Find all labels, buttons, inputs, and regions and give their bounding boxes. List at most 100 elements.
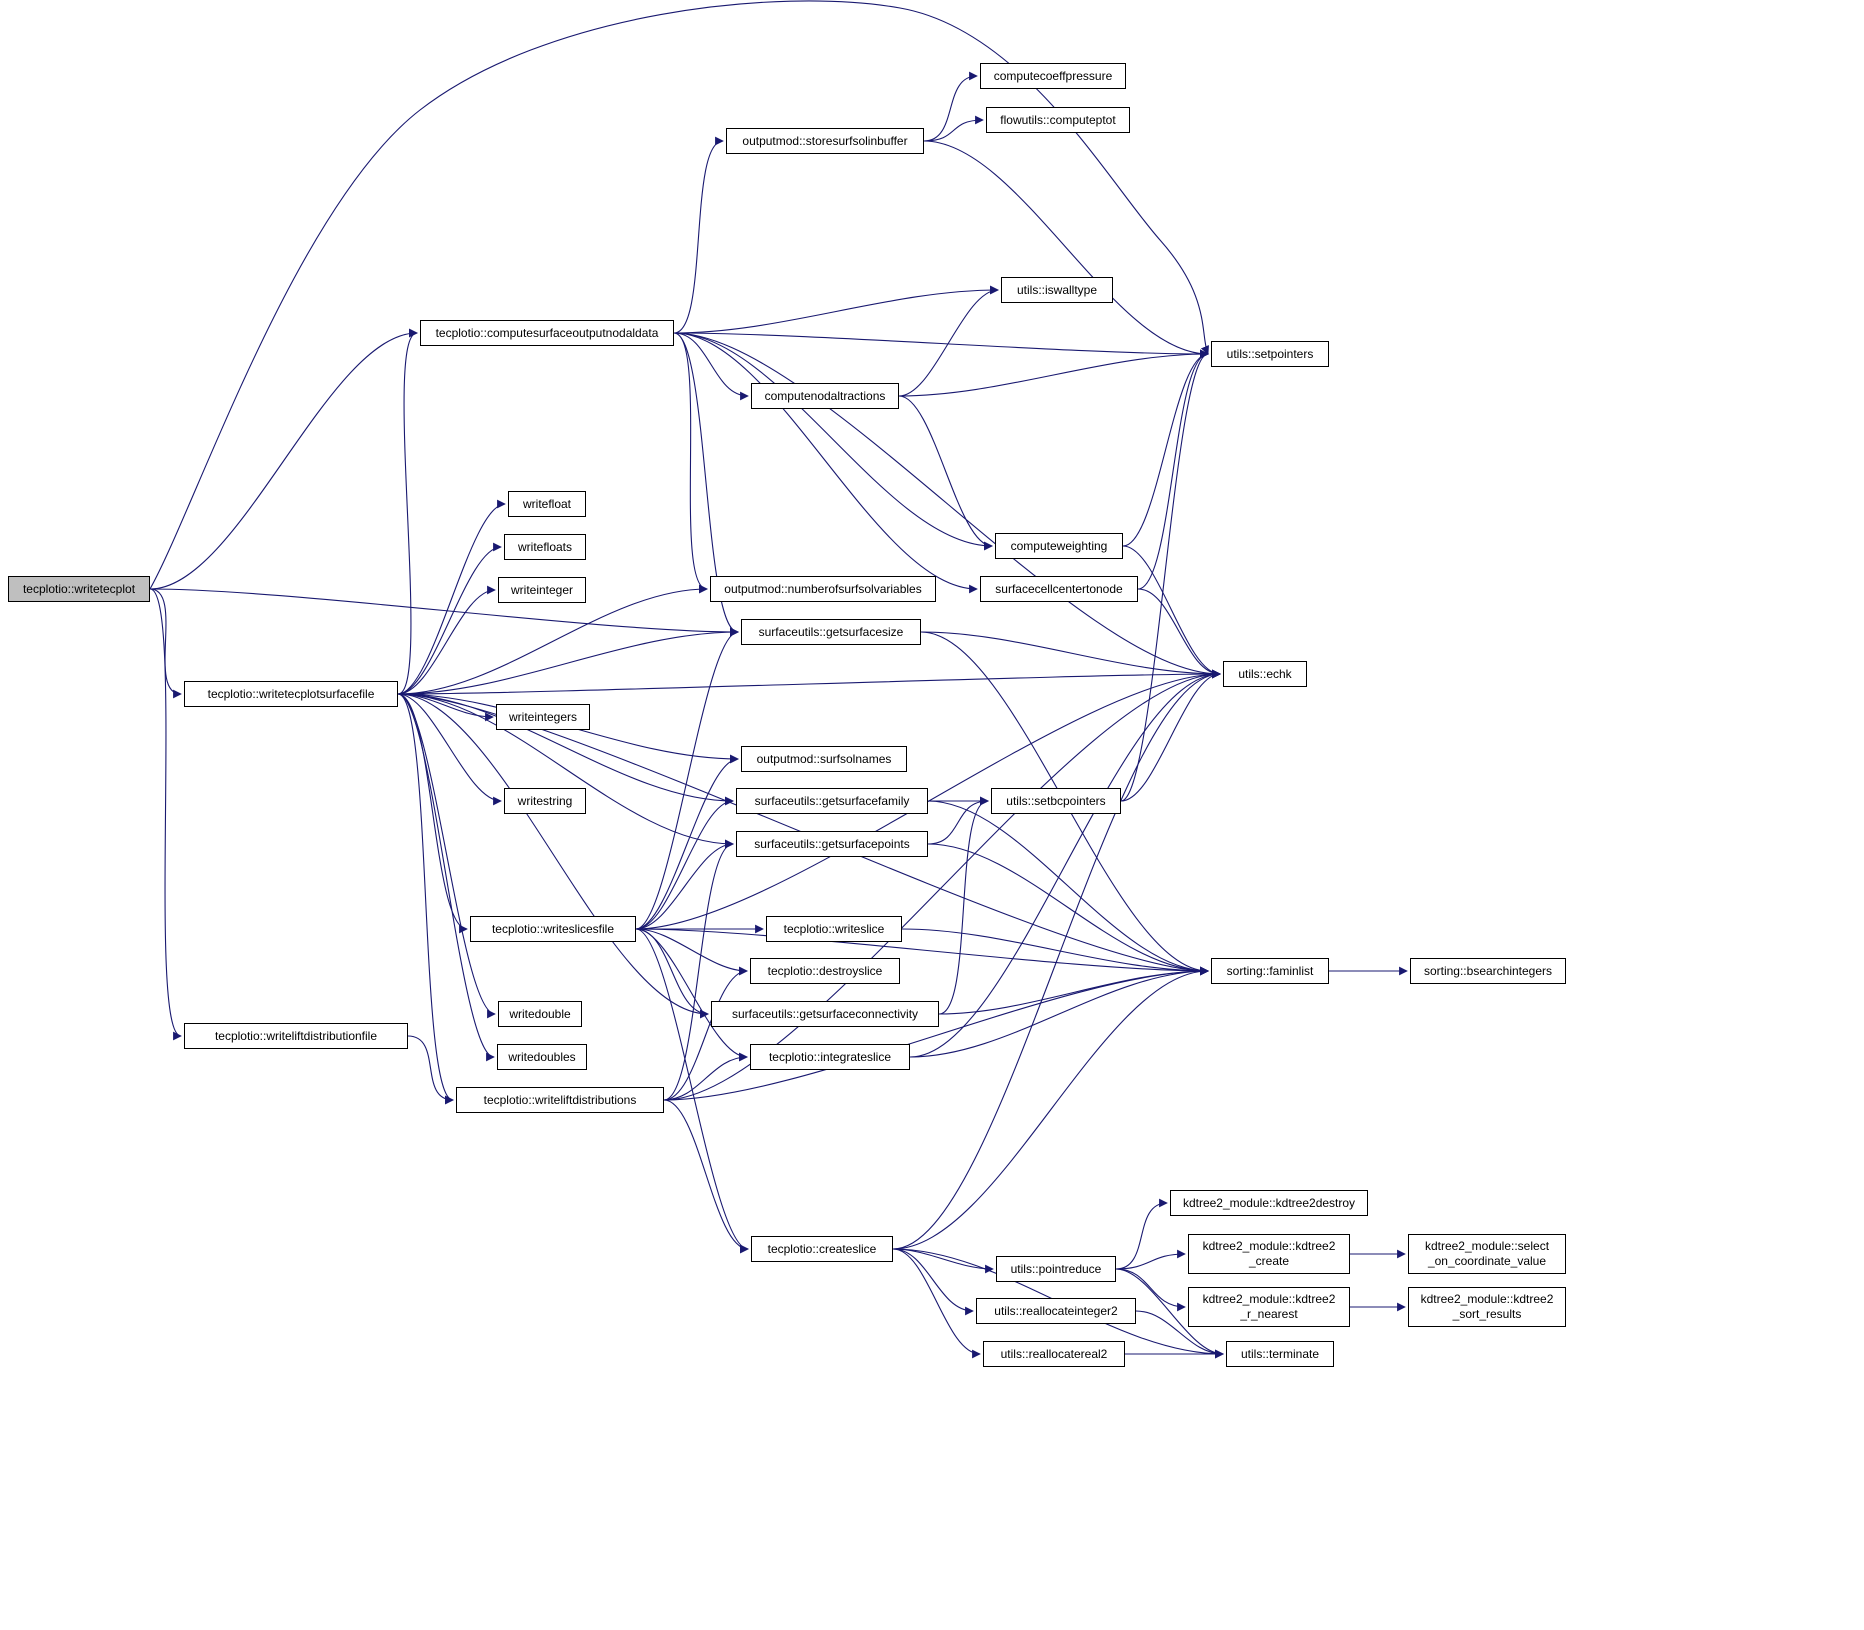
call-edge-wslicesfile-to-faminlist bbox=[635, 928, 1209, 976]
graph-node-ccp[interactable]: computecoeffpressure bbox=[980, 63, 1126, 89]
graph-node-label: tecplotio::writetecplot bbox=[22, 581, 136, 596]
graph-node-setptr[interactable]: utils::setpointers bbox=[1211, 341, 1329, 367]
call-edge-wt-to-wldf bbox=[149, 588, 182, 1041]
graph-node-label: writeintegers bbox=[508, 709, 578, 724]
graph-node-cptot[interactable]: flowutils::computeptot bbox=[986, 107, 1130, 133]
graph-node-wtsf[interactable]: tecplotio::writetecplotsurfacefile bbox=[184, 681, 398, 707]
graph-node-csond[interactable]: tecplotio::computesurfaceoutputnodaldata bbox=[420, 320, 674, 346]
call-edge-wtsf-to-wdouble bbox=[397, 693, 496, 1019]
graph-node-label: utils::iswalltype bbox=[1016, 282, 1098, 297]
call-edge-wslice-to-faminlist bbox=[901, 928, 1209, 976]
call-edge-wslicesfile-to-getconn bbox=[635, 928, 709, 1019]
call-edge-getpts-to-setbc bbox=[927, 796, 989, 845]
call-edge-wslicesfile-to-getfam bbox=[635, 796, 734, 930]
graph-node-label: sorting::bsearchintegers bbox=[1423, 963, 1553, 978]
call-edge-wtsf-to-wfloat bbox=[397, 499, 506, 695]
graph-node-label: kdtree2_module::kdtree2 _r_nearest bbox=[1202, 1292, 1336, 1321]
graph-node-reallocint[interactable]: utils::reallocateinteger2 bbox=[976, 1298, 1136, 1324]
graph-node-wdoubles[interactable]: writedoubles bbox=[497, 1044, 587, 1070]
graph-node-term[interactable]: utils::terminate bbox=[1226, 1341, 1334, 1367]
graph-node-kddestroy[interactable]: kdtree2_module::kdtree2destroy bbox=[1170, 1190, 1368, 1216]
graph-node-label: utils::setbcpointers bbox=[1006, 793, 1106, 808]
call-edge-createslice-to-reallocint bbox=[892, 1248, 974, 1316]
graph-node-label: utils::terminate bbox=[1240, 1346, 1320, 1361]
graph-node-label: tecplotio::createslice bbox=[767, 1241, 877, 1256]
graph-node-label: utils::setpointers bbox=[1226, 346, 1314, 361]
call-edge-createslice-to-reallocreal bbox=[892, 1248, 981, 1359]
graph-node-label: writestring bbox=[517, 793, 573, 808]
call-edge-intslice-to-faminlist bbox=[909, 966, 1209, 1058]
graph-node-faminlist[interactable]: sorting::faminlist bbox=[1211, 958, 1329, 984]
graph-node-label: tecplotio::writeliftdistributions bbox=[483, 1092, 637, 1107]
call-edge-getconn-to-setbc bbox=[938, 796, 989, 1015]
graph-node-pointred[interactable]: utils::pointreduce bbox=[996, 1256, 1116, 1282]
call-edge-wliftdists-to-intslice bbox=[663, 1052, 748, 1101]
graph-node-label: tecplotio::computesurfaceoutputnodaldata bbox=[435, 325, 659, 340]
graph-node-wldf[interactable]: tecplotio::writeliftdistributionfile bbox=[184, 1023, 408, 1049]
call-edge-wldf-to-wliftdists bbox=[407, 1035, 454, 1105]
graph-node-echk[interactable]: utils::echk bbox=[1223, 661, 1307, 687]
graph-node-label: surfacecellcentertonode bbox=[995, 581, 1123, 596]
call-edge-setbc-to-echk bbox=[1120, 669, 1221, 802]
call-edge-wslicesfile-to-destroyslice bbox=[635, 928, 748, 976]
call-edge-wliftdists-to-createslice bbox=[663, 1099, 749, 1254]
graph-node-label: tecplotio::destroyslice bbox=[767, 963, 883, 978]
call-edge-storesurf-to-ccp bbox=[923, 71, 978, 142]
graph-node-destroyslice[interactable]: tecplotio::destroyslice bbox=[750, 958, 900, 984]
graph-node-wints[interactable]: writeintegers bbox=[496, 704, 590, 730]
graph-node-storesurf[interactable]: outputmod::storesurfsolinbuffer bbox=[726, 128, 924, 154]
graph-node-label: outputmod::surfsolnames bbox=[756, 751, 892, 766]
graph-node-cnt[interactable]: computenodaltractions bbox=[751, 383, 899, 409]
graph-node-getsize[interactable]: surfaceutils::getsurfacesize bbox=[741, 619, 921, 645]
graph-node-getpts[interactable]: surfaceutils::getsurfacepoints bbox=[736, 831, 928, 857]
graph-node-surfnames[interactable]: outputmod::surfsolnames bbox=[741, 746, 907, 772]
graph-node-label: tecplotio::writetecplotsurfacefile bbox=[207, 686, 375, 701]
graph-node-wstr[interactable]: writestring bbox=[504, 788, 586, 814]
call-edge-createslice-to-echk bbox=[892, 669, 1221, 1250]
graph-node-setbc[interactable]: utils::setbcpointers bbox=[991, 788, 1121, 814]
call-edge-csond-to-cweight bbox=[673, 332, 993, 551]
call-edge-wslicesfile-to-getsize bbox=[635, 627, 739, 930]
graph-node-label: tecplotio::writeliftdistributionfile bbox=[214, 1028, 378, 1043]
graph-node-label: writedoubles bbox=[508, 1049, 576, 1064]
call-edge-wslicesfile-to-surfnames bbox=[635, 754, 739, 930]
call-edge-wliftdists-to-destroyslice bbox=[663, 966, 748, 1101]
graph-node-intslice[interactable]: tecplotio::integrateslice bbox=[750, 1044, 910, 1070]
graph-node-cweight[interactable]: computeweighting bbox=[995, 533, 1123, 559]
call-edge-wliftdists-to-faminlist bbox=[663, 966, 1209, 1101]
graph-node-scctn[interactable]: surfacecellcentertonode bbox=[980, 576, 1138, 602]
graph-node-kdcreate[interactable]: kdtree2_module::kdtree2 _create bbox=[1188, 1234, 1350, 1274]
graph-node-kdnearest[interactable]: kdtree2_module::kdtree2 _r_nearest bbox=[1188, 1287, 1350, 1327]
graph-node-wslice[interactable]: tecplotio::writeslice bbox=[766, 916, 902, 942]
call-edge-wtsf-to-echk bbox=[397, 669, 1221, 695]
graph-node-createslice[interactable]: tecplotio::createslice bbox=[751, 1236, 893, 1262]
call-edge-wliftdists-to-echk bbox=[663, 669, 1221, 1101]
graph-node-wint[interactable]: writeinteger bbox=[498, 577, 586, 603]
call-edge-wt-to-wtsf bbox=[149, 588, 182, 699]
graph-node-numsurf[interactable]: outputmod::numberofsurfsolvariables bbox=[710, 576, 936, 602]
graph-node-label: writefloat bbox=[522, 496, 572, 511]
graph-node-kdselect[interactable]: kdtree2_module::select _on_coordinate_va… bbox=[1408, 1234, 1566, 1274]
graph-node-label: flowutils::computeptot bbox=[1000, 112, 1116, 127]
graph-node-wt[interactable]: tecplotio::writetecplot bbox=[8, 576, 150, 602]
graph-node-wdouble[interactable]: writedouble bbox=[498, 1001, 582, 1027]
graph-node-label: utils::reallocateinteger2 bbox=[994, 1303, 1118, 1318]
graph-node-wliftdists[interactable]: tecplotio::writeliftdistributions bbox=[456, 1087, 664, 1113]
graph-node-label: kdtree2_module::select _on_coordinate_va… bbox=[1424, 1239, 1550, 1268]
graph-node-wfloat[interactable]: writefloat bbox=[508, 491, 586, 517]
call-edge-wliftdists-to-getpts bbox=[663, 839, 734, 1101]
call-edge-csond-to-setptr bbox=[673, 332, 1209, 359]
graph-node-kdsort[interactable]: kdtree2_module::kdtree2 _sort_results bbox=[1408, 1287, 1566, 1327]
graph-node-wslicesfile[interactable]: tecplotio::writeslicesfile bbox=[470, 916, 636, 942]
graph-node-bsearch[interactable]: sorting::bsearchintegers bbox=[1410, 958, 1566, 984]
call-edge-cnt-to-iswall bbox=[898, 285, 999, 397]
graph-node-wfloats[interactable]: writefloats bbox=[504, 534, 586, 560]
graph-node-getconn[interactable]: surfaceutils::getsurfaceconnectivity bbox=[711, 1001, 939, 1027]
call-edge-wslicesfile-to-getpts bbox=[635, 839, 734, 930]
graph-node-reallocreal[interactable]: utils::reallocatereal2 bbox=[983, 1341, 1125, 1367]
call-edge-wtsf-to-wfloats bbox=[397, 542, 502, 695]
call-edge-storesurf-to-setptr bbox=[923, 140, 1209, 359]
call-edge-intslice-to-echk bbox=[909, 669, 1221, 1058]
graph-node-getfam[interactable]: surfaceutils::getsurfacefamily bbox=[736, 788, 928, 814]
graph-node-iswall[interactable]: utils::iswalltype bbox=[1001, 277, 1113, 303]
